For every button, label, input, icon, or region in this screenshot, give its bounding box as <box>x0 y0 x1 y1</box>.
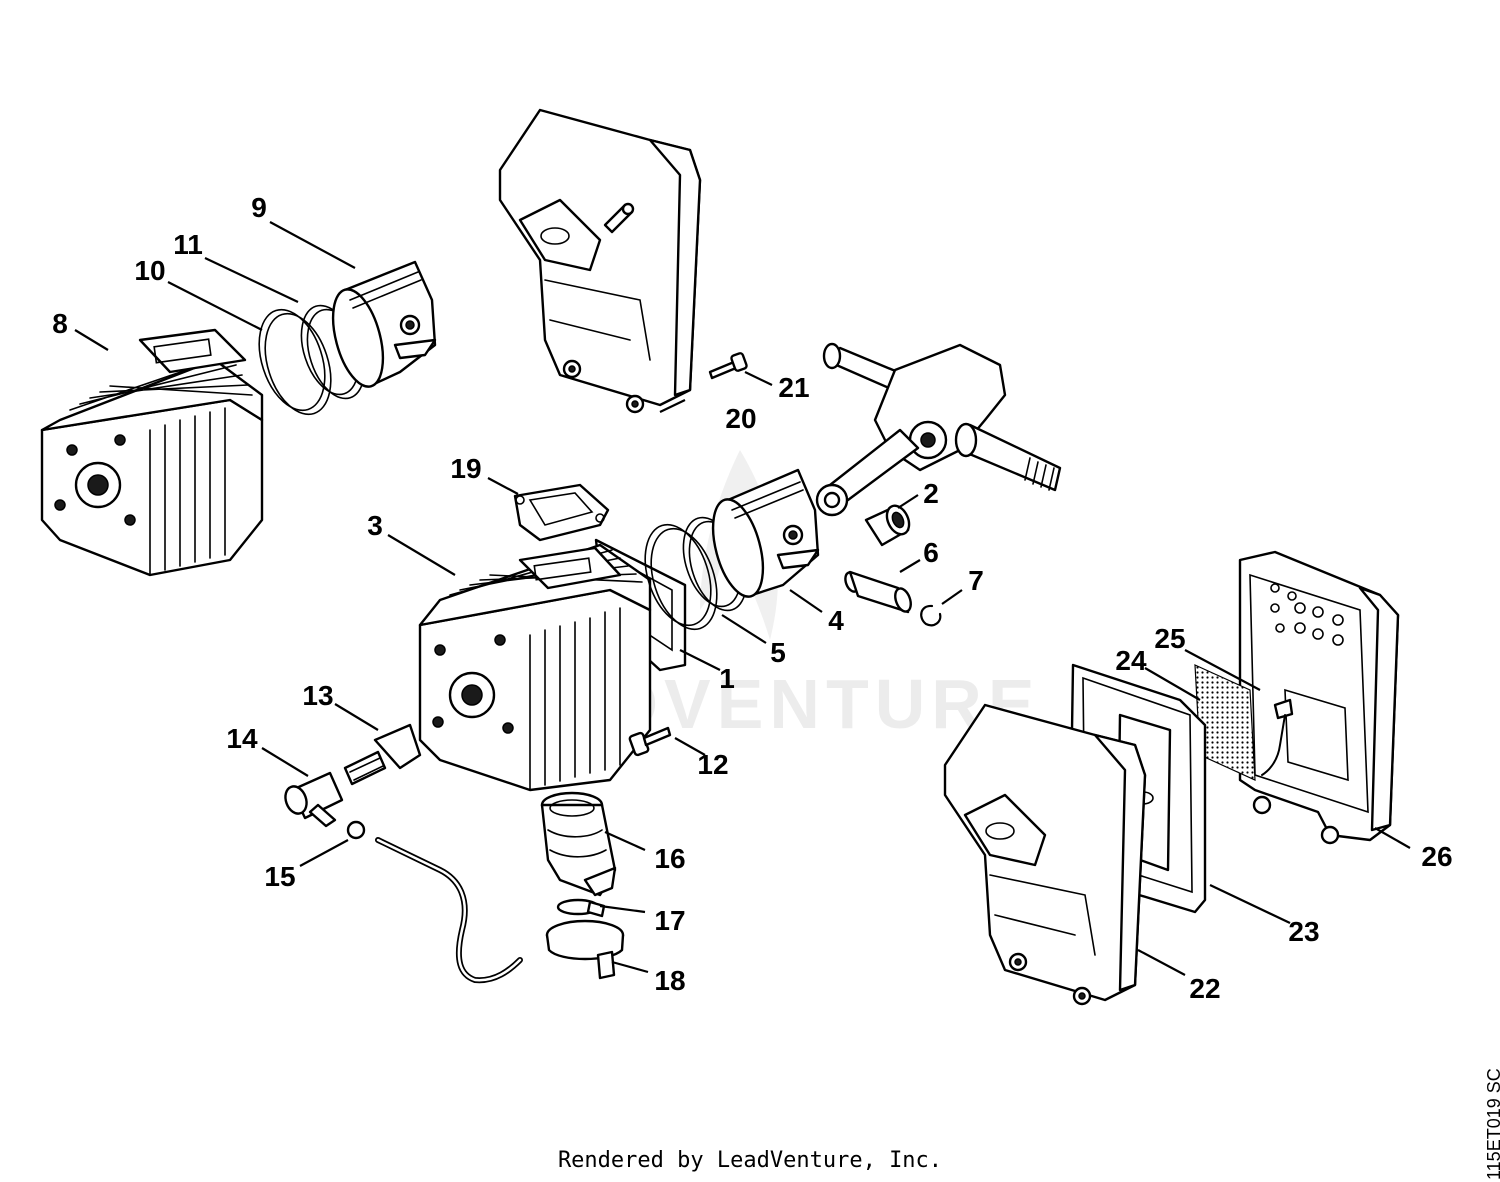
part-impulse-hose[interactable] <box>346 820 523 984</box>
part-hose-clamp[interactable] <box>545 919 625 980</box>
part-clamp-small[interactable] <box>556 898 606 918</box>
part-circlip[interactable] <box>920 604 942 627</box>
part-cylinder-upper[interactable] <box>40 328 264 577</box>
callout-14: 14 <box>226 723 258 754</box>
part-manifold[interactable] <box>540 791 617 897</box>
part-piston-upper[interactable] <box>324 260 437 392</box>
part-piston-middle[interactable] <box>704 468 820 602</box>
part-screw-21[interactable] <box>708 352 748 380</box>
callout-24: 24 <box>1115 645 1147 676</box>
callout-23: 23 <box>1288 916 1319 947</box>
part-cylinder-middle[interactable] <box>418 543 652 792</box>
part-screw-24[interactable] <box>1261 698 1294 776</box>
part-filter-cover[interactable] <box>1238 550 1400 845</box>
callout-8: 8 <box>52 308 68 339</box>
callout-17: 17 <box>654 905 685 936</box>
leader-lines <box>74 221 1411 976</box>
part-fitting-13[interactable] <box>343 723 422 786</box>
drawing-code: 115ET019 SC <box>1484 1068 1500 1180</box>
drawing-code-container: 115ET019 SC <box>1478 1060 1500 1180</box>
callout-13: 13 <box>302 680 333 711</box>
callout-10: 10 <box>134 255 165 286</box>
callout-1: 1 <box>719 663 735 694</box>
callout-6: 6 <box>923 537 939 568</box>
callout-11: 11 <box>173 229 203 260</box>
callout-26: 26 <box>1421 841 1452 872</box>
part-gasket-19[interactable] <box>513 483 610 542</box>
part-connecting-rod[interactable] <box>815 428 920 517</box>
part-piston-pin[interactable] <box>843 570 914 614</box>
callout-2: 2 <box>923 478 939 509</box>
callout-12: 12 <box>697 749 728 780</box>
callout-18: 18 <box>654 965 685 996</box>
part-needle-bearing[interactable] <box>864 502 913 547</box>
part-muffler-top[interactable] <box>498 108 702 414</box>
callout-25: 25 <box>1154 623 1185 654</box>
callout-16: 16 <box>654 843 685 874</box>
callout-19: 19 <box>450 453 481 484</box>
callout-21: 21 <box>778 372 809 403</box>
credit-line: Rendered by LeadVenture, Inc. <box>557 1148 943 1173</box>
part-piston-rings-middle[interactable] <box>633 510 757 638</box>
part-screw-12[interactable] <box>628 726 672 757</box>
callout-7: 7 <box>968 565 984 596</box>
callout-9: 9 <box>251 192 267 223</box>
callout-4: 4 <box>828 605 844 636</box>
callout-5: 5 <box>770 637 786 668</box>
part-shroud-22[interactable] <box>943 703 1147 1006</box>
callout-15: 15 <box>264 861 295 892</box>
callout-22: 22 <box>1189 973 1220 1004</box>
callout-3: 3 <box>367 510 383 541</box>
callout-20: 20 <box>725 403 756 434</box>
part-cap-14[interactable] <box>282 771 344 828</box>
callout-labels: 1 2 3 4 5 6 7 8 9 10 11 12 13 14 15 16 1… <box>52 192 1452 1004</box>
